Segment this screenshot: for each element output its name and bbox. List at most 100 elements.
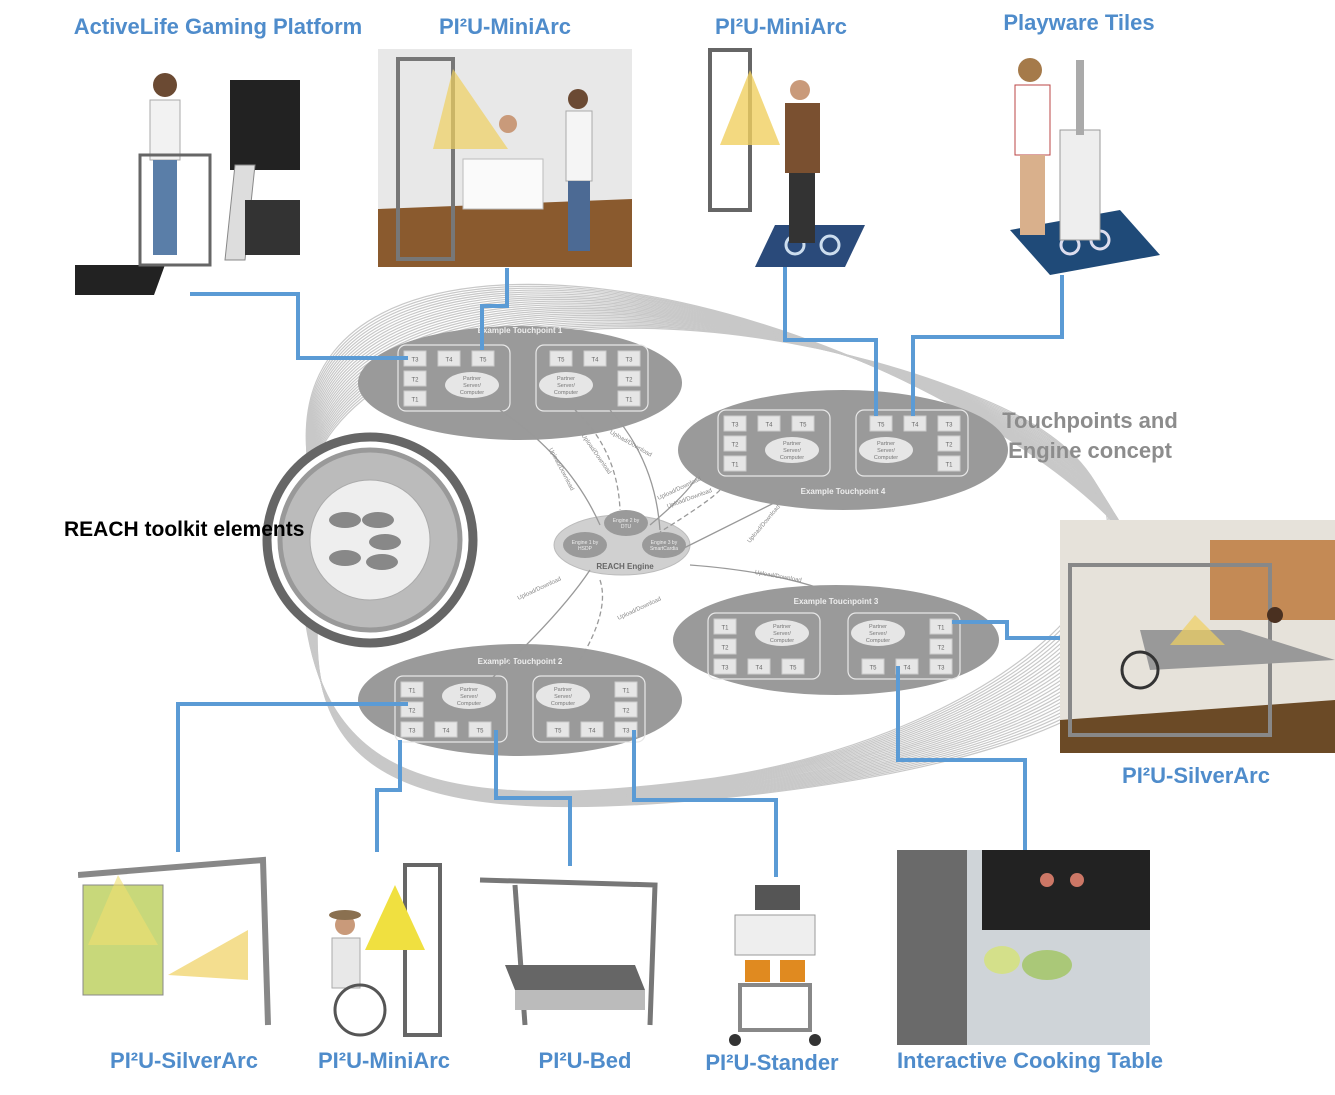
terminal-label: T3 xyxy=(408,729,416,735)
upload-download-label: Upload/Download xyxy=(747,504,782,544)
terminal-box xyxy=(781,658,805,675)
wheel-node xyxy=(329,512,361,528)
terminal-label: T4 xyxy=(765,423,773,429)
upload-download-link xyxy=(649,469,701,526)
partner-server-label: Partner xyxy=(773,624,791,630)
terminal-label: T5 xyxy=(789,666,797,672)
touchpoint-title: Example Touchpoint 2 xyxy=(478,657,563,666)
partner-server-label: Partner xyxy=(877,441,895,447)
terminal-box xyxy=(757,415,781,432)
terminal-box xyxy=(937,435,961,452)
connector-silverarc-bottom xyxy=(176,702,408,852)
touchpoint-title: Example Touchpoint 3 xyxy=(794,597,879,606)
terminal-label: T4 xyxy=(591,358,599,364)
terminal-label: T1 xyxy=(408,689,416,695)
terminal-box xyxy=(861,658,885,675)
partner-server-label: Computer xyxy=(866,638,890,644)
label-activelife: ActiveLife Gaming Platform xyxy=(73,14,363,39)
silverarc-right-image xyxy=(1060,520,1335,753)
partner-server-label: Partner xyxy=(783,441,801,447)
terminal-label: T3 xyxy=(625,358,633,364)
wheel-node xyxy=(329,550,361,566)
terminal-box xyxy=(403,370,427,387)
terminal-box xyxy=(471,350,495,367)
terminal-label: T2 xyxy=(721,646,729,652)
terminal-label: T4 xyxy=(442,729,450,735)
terminal-label: T1 xyxy=(721,626,729,632)
playware-image xyxy=(1010,58,1160,275)
upload-download-label: Upload/Download xyxy=(754,570,802,584)
terminal-label: T2 xyxy=(937,646,945,652)
engine-label: Engine 1 by xyxy=(572,540,599,546)
partner-server-label: Computer xyxy=(874,455,898,461)
partner-server-label: Server/ xyxy=(783,448,801,454)
partner-server-label: Computer xyxy=(460,390,484,396)
blue-connectors xyxy=(176,265,1064,877)
partner-server-label: Partner xyxy=(463,376,481,382)
partner-server-label: Partner xyxy=(460,687,478,693)
label-silverarc-right: PI²U-SilverArc xyxy=(1122,763,1270,788)
terminal-box xyxy=(713,658,737,675)
partner-server-label: Server/ xyxy=(877,448,895,454)
miniarc-bottom-image xyxy=(329,863,442,1037)
terminal-box xyxy=(400,681,424,698)
engine-label: SmartCardia xyxy=(650,546,678,552)
label-miniarc-bottom: PI²U-MiniArc xyxy=(318,1048,450,1073)
wheel-node xyxy=(362,512,394,528)
upload-download-label: Upload/Download xyxy=(547,447,575,492)
partner-server-label: Computer xyxy=(770,638,794,644)
terminal-box xyxy=(937,455,961,472)
terminal-box xyxy=(617,370,641,387)
terminal-label: T3 xyxy=(622,729,630,735)
partner-server-label: Server/ xyxy=(869,631,887,637)
terminal-box xyxy=(747,658,771,675)
engine-label: Engine 3 by xyxy=(651,540,678,546)
terminal-box xyxy=(468,721,492,738)
terminal-box xyxy=(929,658,953,675)
engine-node-1 xyxy=(563,532,607,558)
label-silverarc-bottom: PI²U-SilverArc xyxy=(110,1048,258,1073)
partner-server-label: Computer xyxy=(780,455,804,461)
terminal-box xyxy=(437,350,461,367)
toolkit-caption: REACH toolkit elements xyxy=(64,518,305,541)
upload-download-link xyxy=(574,409,621,511)
terminal-box xyxy=(580,721,604,738)
upload-download-link xyxy=(489,569,591,681)
terminal-box xyxy=(723,455,747,472)
engine-node-3 xyxy=(642,532,686,558)
terminal-label: T2 xyxy=(945,443,953,449)
terminal-label: T5 xyxy=(554,729,562,735)
terminal-box xyxy=(791,415,815,432)
terminal-label: T1 xyxy=(622,689,630,695)
label-miniarc-top-2: PI²U-MiniArc xyxy=(715,14,847,39)
terminal-box xyxy=(929,638,953,655)
terminal-label: T3 xyxy=(721,666,729,672)
terminal-box xyxy=(549,350,573,367)
miniarc-top-2-image xyxy=(708,48,865,267)
terminal-box xyxy=(869,415,893,432)
terminal-box xyxy=(617,390,641,407)
label-playware: Playware Tiles xyxy=(1003,10,1155,35)
terminal-label: T2 xyxy=(625,378,633,384)
terminal-label: T4 xyxy=(588,729,596,735)
connector-stander xyxy=(632,730,778,877)
terminal-label: T3 xyxy=(411,358,419,364)
terminal-box xyxy=(713,638,737,655)
terminal-box xyxy=(400,721,424,738)
terminal-label: T1 xyxy=(731,463,739,469)
terminal-label: T5 xyxy=(869,666,877,672)
connector-miniarc-top-2 xyxy=(783,265,878,416)
wheel-node xyxy=(366,554,398,570)
partner-server-label: Computer xyxy=(551,701,575,707)
upload-download-link xyxy=(669,499,781,556)
terminal-box xyxy=(614,681,638,698)
bed-image xyxy=(479,877,658,1026)
partner-server-label: Server/ xyxy=(463,383,481,389)
